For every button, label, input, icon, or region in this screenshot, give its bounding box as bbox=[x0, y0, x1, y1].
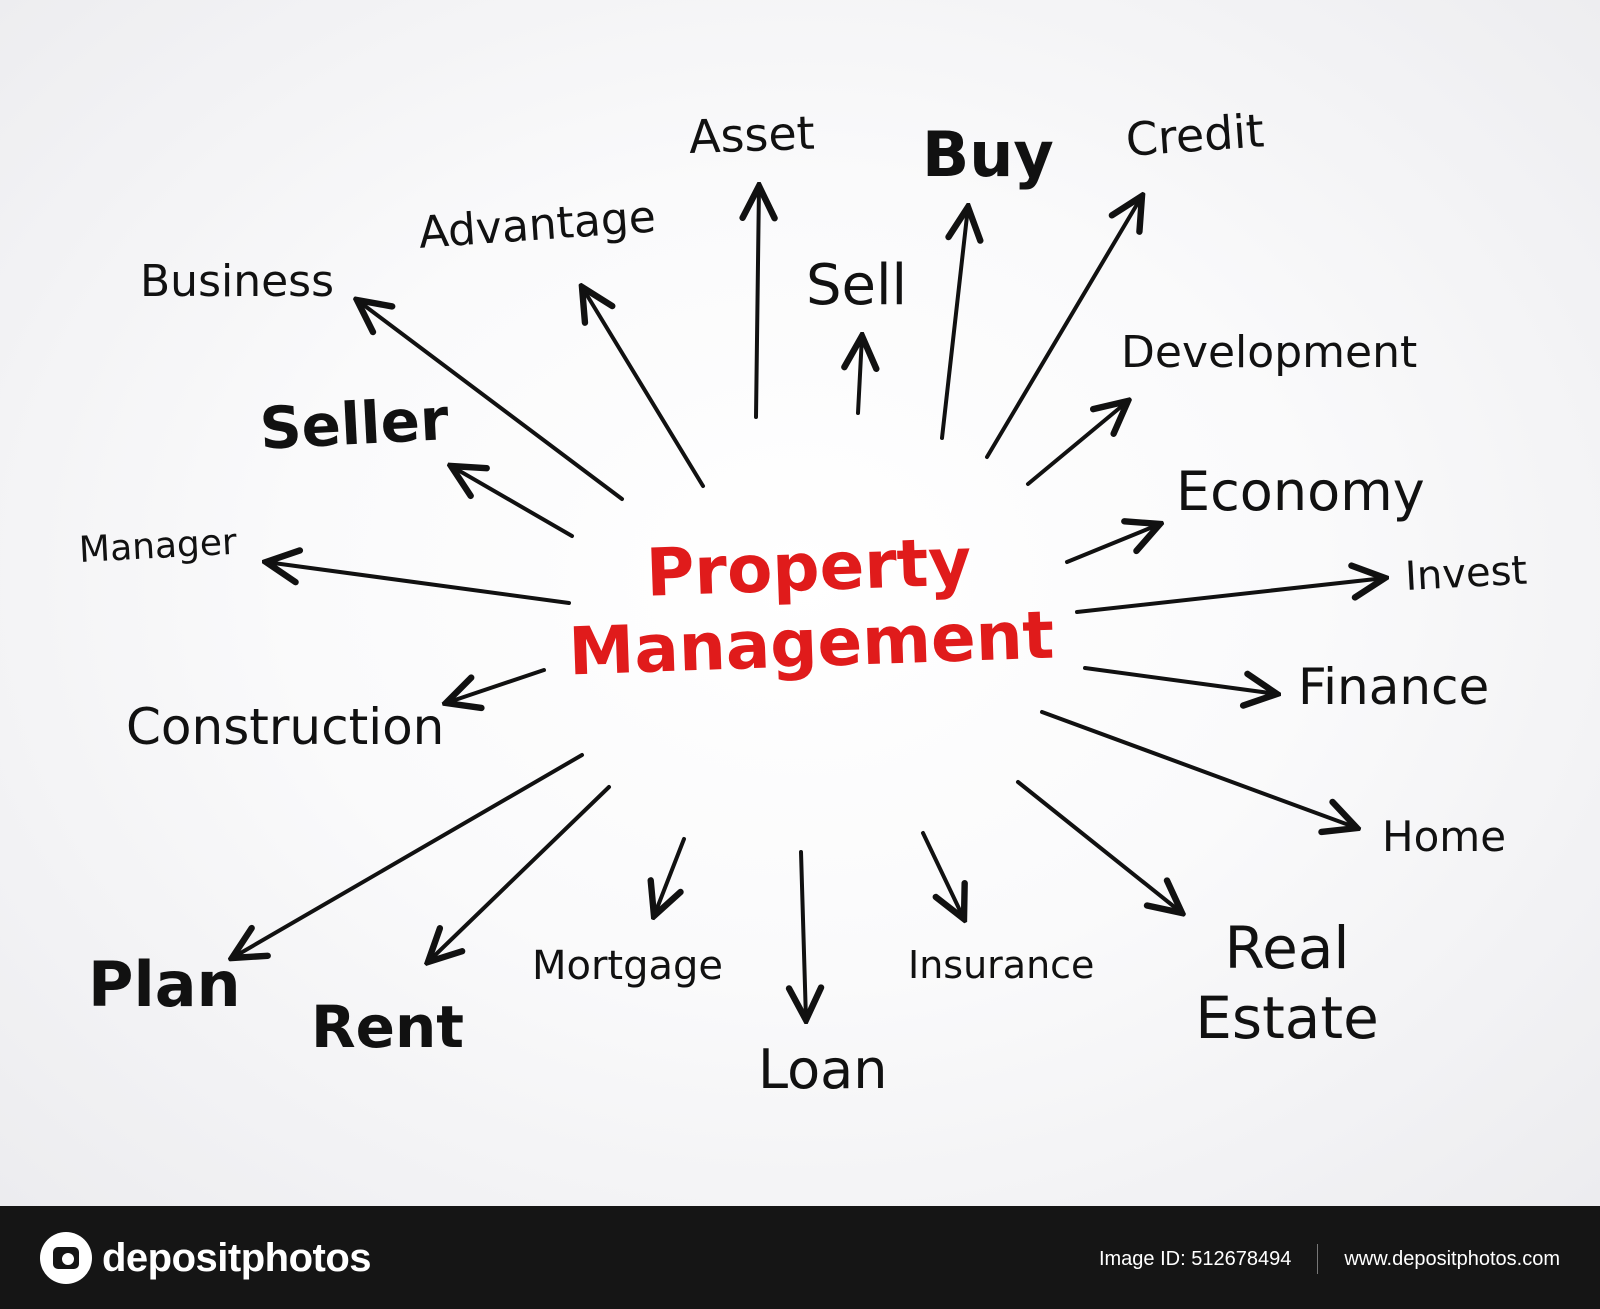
arrow-manager bbox=[266, 562, 571, 605]
footer-bar: depositphotos Image ID: 512678494 www.de… bbox=[0, 1206, 1600, 1309]
brand-logo[interactable]: depositphotos bbox=[40, 1232, 372, 1284]
arrow-finance bbox=[1083, 666, 1277, 694]
image-id: Image ID: 512678494 bbox=[1098, 1247, 1292, 1270]
arrow-mortgage bbox=[654, 837, 686, 916]
website-link[interactable]: www.depositphotos.com bbox=[1344, 1247, 1560, 1270]
brand-name: depositphotos bbox=[102, 1235, 372, 1280]
node-seller: Seller bbox=[258, 385, 451, 463]
node-development: Development bbox=[1121, 327, 1418, 378]
arrow-loan bbox=[801, 850, 806, 1020]
arrow-advantage bbox=[582, 287, 705, 488]
node-asset: Asset bbox=[688, 105, 816, 164]
footer-divider bbox=[1317, 1244, 1319, 1274]
arrow-seller bbox=[451, 466, 574, 538]
footer-meta: Image ID: 512678494 www.depositphotos.co… bbox=[1099, 1244, 1560, 1274]
node-manager: Manager bbox=[78, 521, 238, 571]
mind-map-canvas: Property Management Asset Buy Credit Adv… bbox=[0, 0, 1600, 1206]
node-loan: Loan bbox=[758, 1038, 888, 1101]
node-mortgage: Mortgage bbox=[532, 943, 724, 989]
arrows-layer bbox=[0, 0, 1600, 1206]
arrow-real-estate bbox=[1016, 780, 1182, 913]
node-economy: Economy bbox=[1176, 460, 1425, 523]
node-insurance: Insurance bbox=[908, 943, 1095, 987]
arrow-economy bbox=[1065, 524, 1160, 564]
node-plan: Plan bbox=[88, 948, 241, 1021]
arrow-insurance bbox=[921, 831, 964, 919]
node-business: Business bbox=[140, 256, 335, 307]
arrow-plan bbox=[232, 753, 584, 958]
node-finance: Finance bbox=[1298, 658, 1490, 716]
node-construction: Construction bbox=[126, 698, 445, 756]
arrow-credit bbox=[985, 196, 1142, 459]
arrow-invest bbox=[1075, 578, 1385, 614]
node-home: Home bbox=[1382, 812, 1507, 861]
arrow-home bbox=[1040, 710, 1357, 828]
node-credit: Credit bbox=[1124, 103, 1266, 167]
node-rent: Rent bbox=[311, 993, 465, 1061]
node-sell: Sell bbox=[806, 253, 908, 318]
arrow-development bbox=[1026, 401, 1128, 486]
arrow-rent bbox=[428, 785, 611, 962]
node-buy: Buy bbox=[922, 118, 1054, 191]
arrow-asset bbox=[756, 186, 759, 419]
camera-icon bbox=[40, 1232, 92, 1284]
arrow-buy bbox=[940, 207, 968, 440]
node-invest: Invest bbox=[1404, 547, 1529, 600]
arrow-construction bbox=[446, 668, 546, 703]
arrow-business bbox=[357, 300, 624, 501]
center-topic: Property Management bbox=[557, 521, 1062, 690]
node-real-estate: Real Estate bbox=[1195, 914, 1379, 1052]
arrow-sell bbox=[858, 336, 862, 415]
